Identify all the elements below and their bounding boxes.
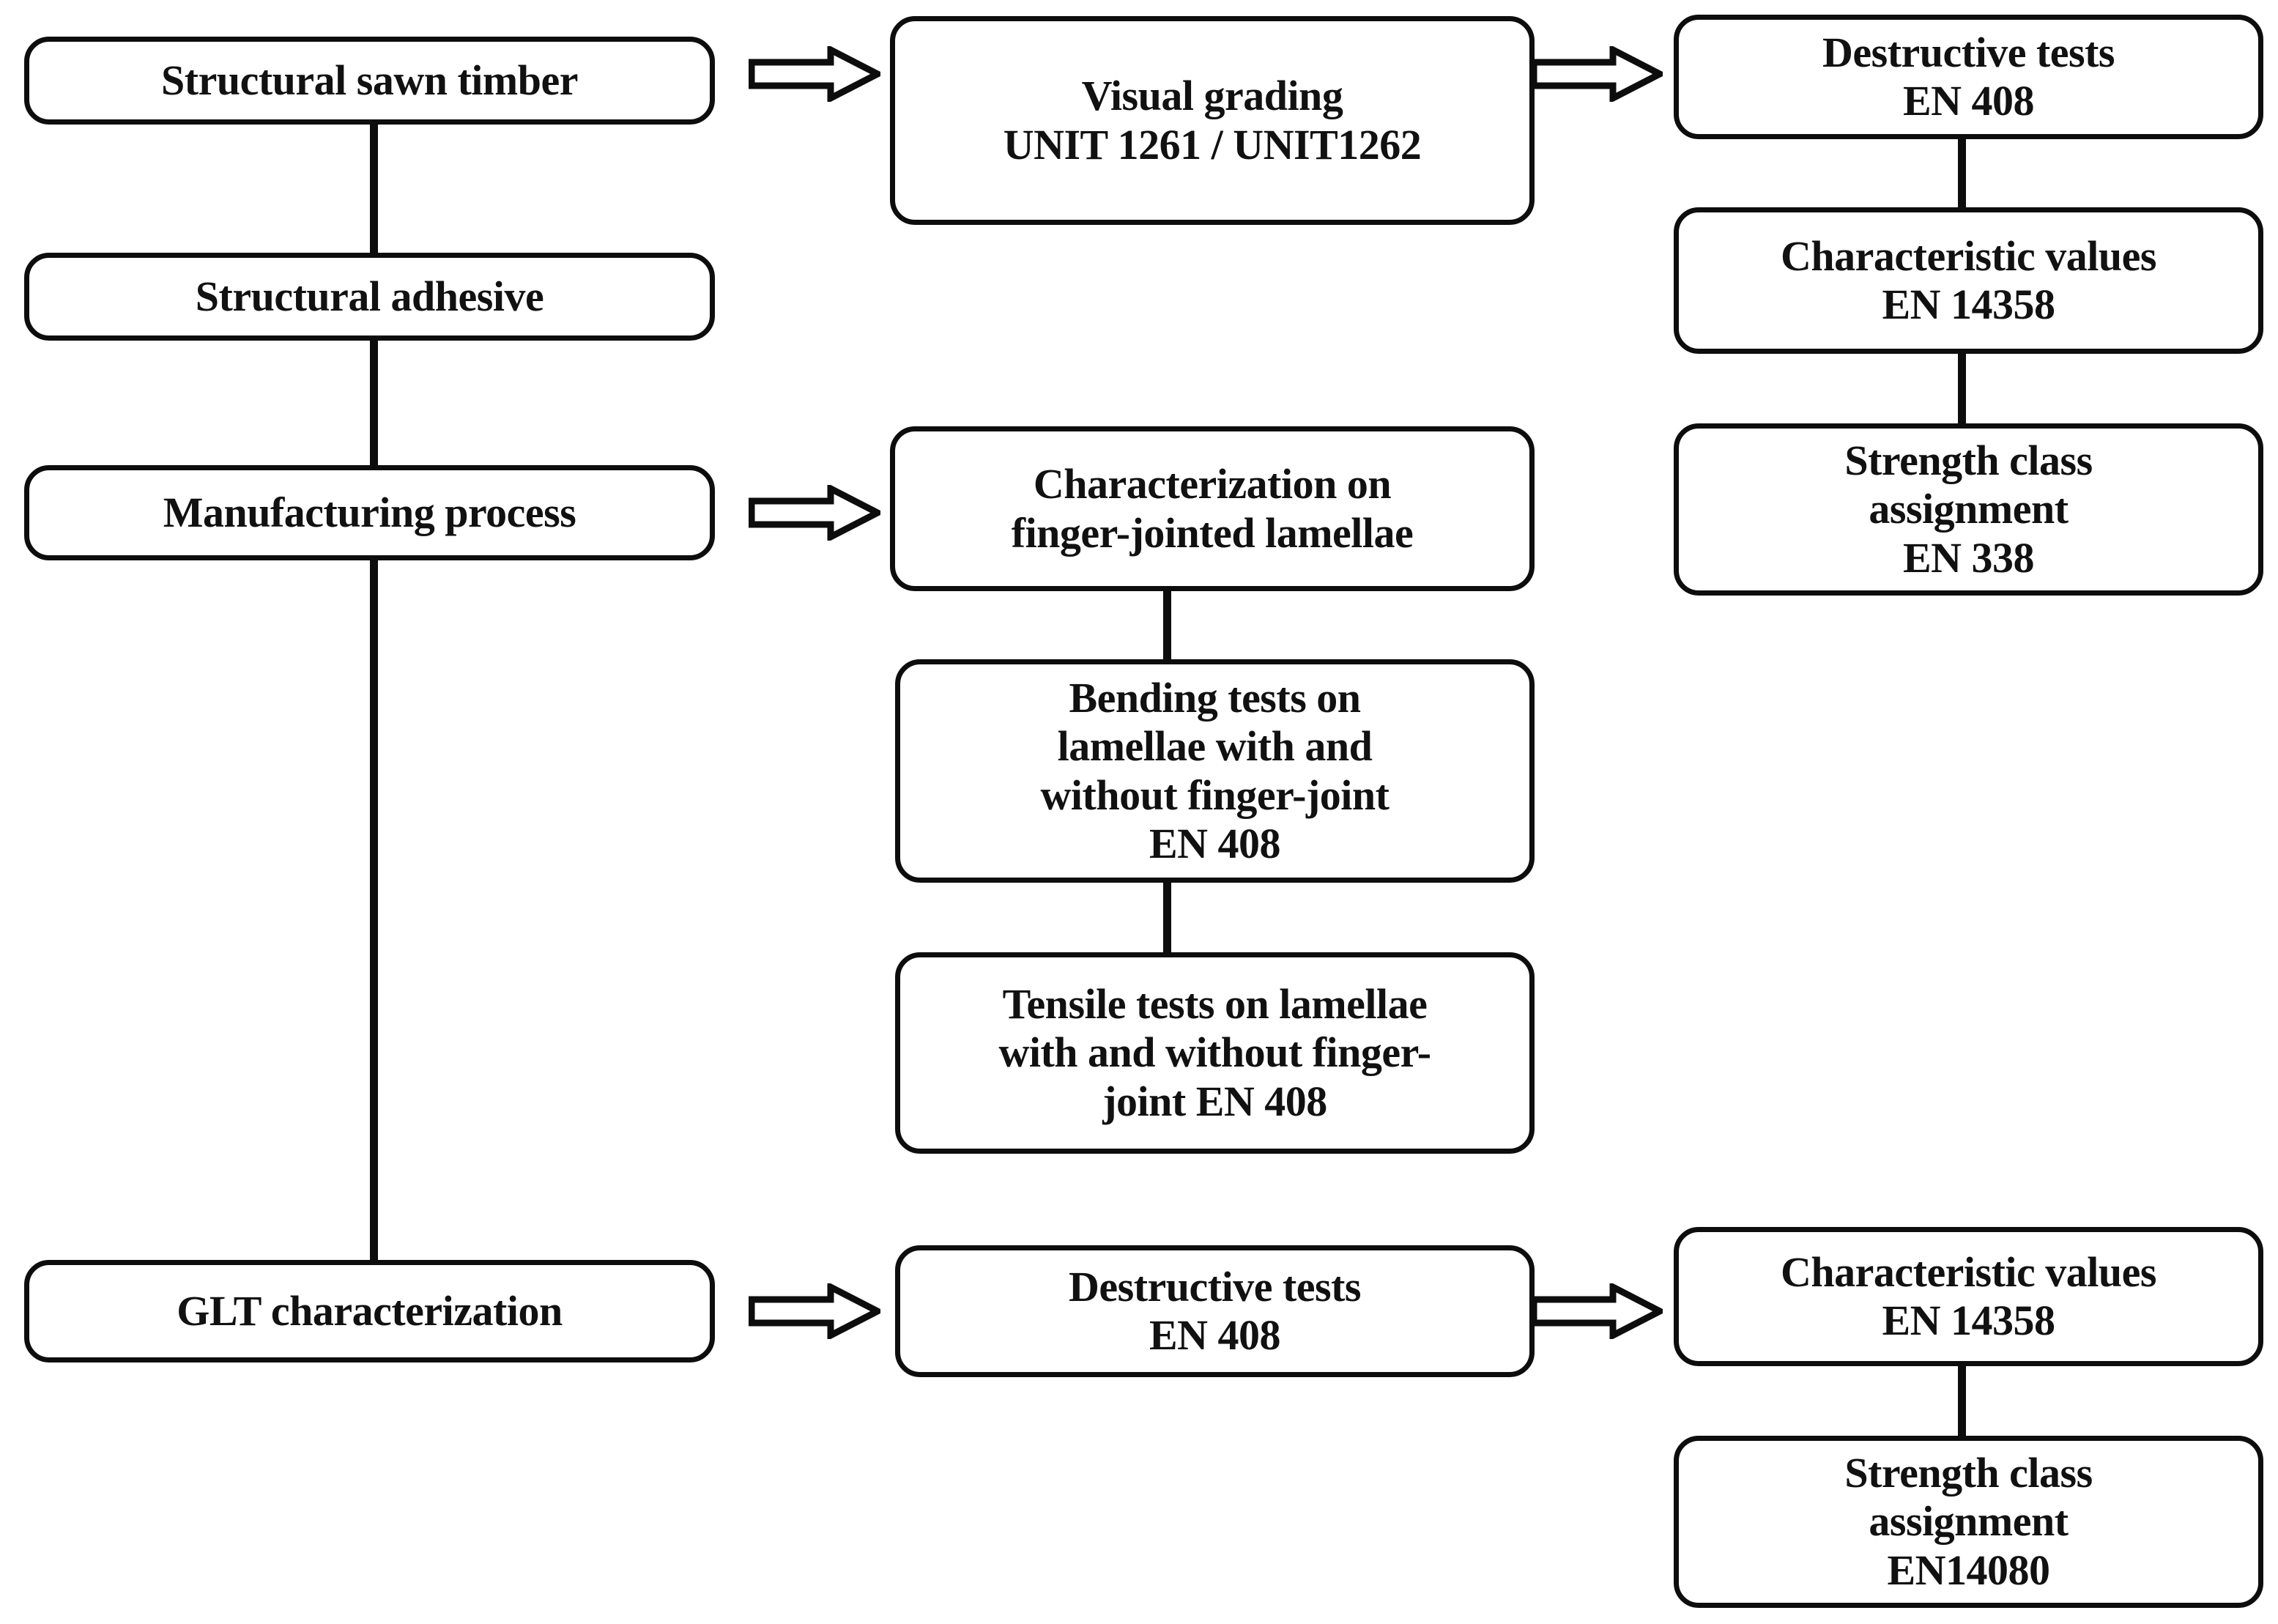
node-label: Destructive tests EN 408 (1069, 1262, 1361, 1359)
connector-timber-to-adhesive (370, 121, 378, 256)
node-label: Structural adhesive (195, 272, 544, 320)
node-glt-characterization[interactable]: GLT characterization (24, 1260, 715, 1362)
arrow-visual-grading-to-destructive-tests (1531, 46, 1663, 102)
connector-bending-to-tensile (1163, 875, 1171, 960)
node-label: Characteristic values EN 14358 (1781, 1247, 2156, 1344)
connector-manufacturing-to-glt (370, 557, 378, 1289)
node-label: Destructive tests EN 408 (1822, 28, 2115, 125)
node-characteristic-values-timber[interactable]: Characteristic values EN 14358 (1674, 207, 2263, 354)
node-label: Bending tests on lamellae with and witho… (1040, 674, 1390, 867)
node-label: Tensile tests on lamellae with and witho… (998, 980, 1431, 1125)
node-label: Visual grading UNIT 1261 / UNIT1262 (1003, 72, 1422, 168)
node-characterization-finger-jointed-lamellae[interactable]: Characterization on finger-jointed lamel… (890, 426, 1535, 591)
connector-characteristic-to-strength-class (1958, 352, 1966, 429)
arrow-destructive-tests-glt-to-characteristic-values (1531, 1283, 1663, 1339)
node-label: Characteristic values EN 14358 (1781, 231, 2156, 328)
node-label: GLT characterization (177, 1286, 563, 1335)
node-characteristic-values-glt[interactable]: Characteristic values EN 14358 (1674, 1227, 2263, 1366)
connector-destructive-to-characteristic (1958, 136, 1966, 212)
node-structural-adhesive[interactable]: Structural adhesive (24, 253, 715, 341)
connector-characteristic-glt-to-strength-class (1958, 1359, 1966, 1443)
node-label: Manufacturing process (163, 488, 576, 536)
node-structural-sawn-timber[interactable]: Structural sawn timber (24, 37, 715, 125)
arrow-manufacturing-to-characterization (749, 485, 880, 541)
node-destructive-tests-glt[interactable]: Destructive tests EN 408 (895, 1245, 1535, 1377)
connector-adhesive-to-manufacturing (370, 337, 378, 465)
node-label: Structural sawn timber (161, 56, 578, 104)
node-strength-class-assignment-timber[interactable]: Strength class assignment EN 338 (1674, 423, 2263, 596)
node-visual-grading[interactable]: Visual grading UNIT 1261 / UNIT1262 (890, 16, 1535, 225)
node-strength-class-assignment-glt[interactable]: Strength class assignment EN14080 (1674, 1436, 2263, 1608)
arrow-glt-to-destructive-tests (749, 1283, 880, 1339)
arrow-timber-to-visual-grading (749, 46, 880, 102)
node-label: Strength class assignment EN14080 (1844, 1449, 2093, 1594)
node-bending-tests-lamellae[interactable]: Bending tests on lamellae with and witho… (895, 659, 1535, 883)
node-manufacturing-process[interactable]: Manufacturing process (24, 465, 715, 560)
node-destructive-tests-timber[interactable]: Destructive tests EN 408 (1674, 15, 2263, 139)
node-label: Characterization on finger-jointed lamel… (1011, 460, 1414, 557)
node-tensile-tests-lamellae[interactable]: Tensile tests on lamellae with and witho… (895, 952, 1535, 1154)
connector-characterization-to-bending (1163, 586, 1171, 667)
node-label: Strength class assignment EN 338 (1844, 437, 2093, 582)
